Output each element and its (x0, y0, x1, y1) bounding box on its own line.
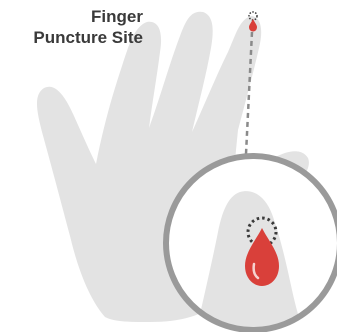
magnifier-circle (166, 156, 337, 332)
caption-line-2: Puncture Site (33, 27, 143, 48)
puncture-site-caption: Finger Puncture Site (33, 6, 143, 48)
caption-line-1: Finger (33, 6, 143, 27)
